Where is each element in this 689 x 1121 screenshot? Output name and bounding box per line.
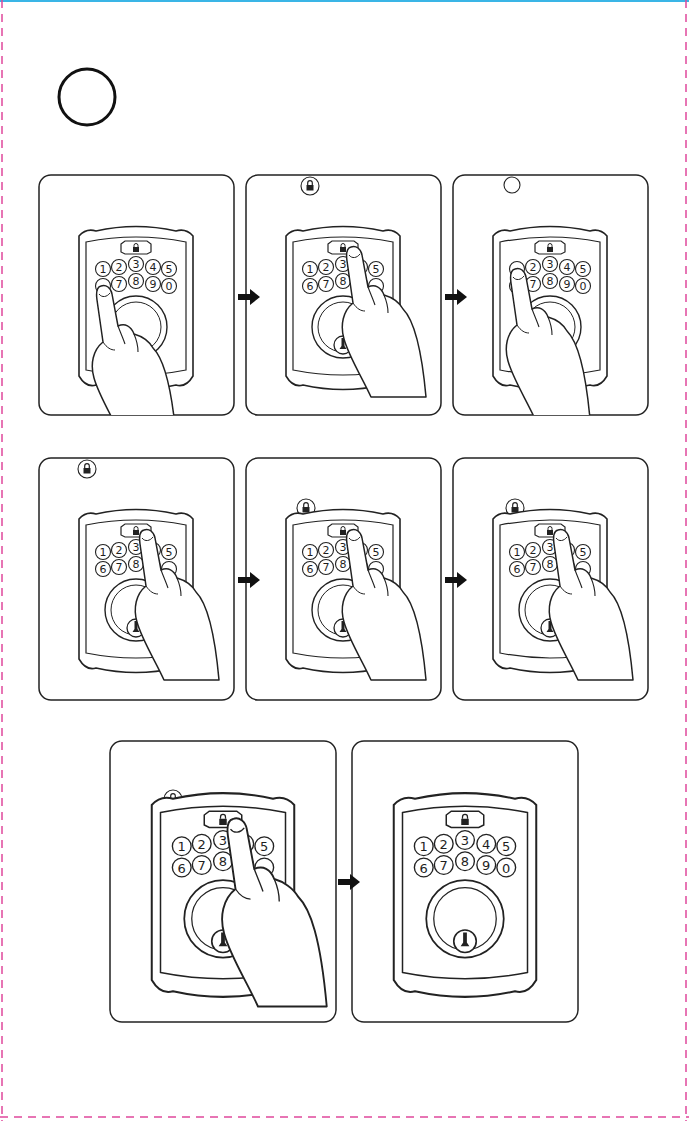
key-digit: 6 [307,281,314,292]
key-digit: 8 [461,855,469,868]
key-digit: 6 [420,861,428,874]
key-digit: 9 [482,859,490,872]
key-digit: 5 [373,547,380,558]
key-digit: 6 [100,564,107,575]
key-digit: 3 [547,542,554,553]
key-digit: 1 [100,264,107,275]
key-digit: 2 [198,837,206,850]
key-digit: 1 [178,840,186,853]
key-digit: 1 [307,547,314,558]
key-digit: 4 [482,837,490,850]
key-digit: 9 [150,279,157,290]
key-digit: 1 [514,547,521,558]
key-digit: 3 [340,542,347,553]
key-digit: 7 [323,279,330,290]
key-digit: 6 [178,861,186,874]
key-digit: 5 [166,264,173,275]
key-digit: 3 [219,834,227,847]
key-digit: 3 [461,834,469,847]
key-digit: 5 [580,264,587,275]
key-digit: 1 [420,840,428,853]
key-digit: 5 [502,840,510,853]
key-digit: 2 [116,545,123,556]
key-digit: 5 [166,547,173,558]
key-digit: 7 [530,279,537,290]
key-digit: 3 [340,259,347,270]
key-digit: 5 [260,840,268,853]
key-digit: 8 [133,276,140,287]
key-digit: 2 [116,262,123,273]
key-digit: 3 [133,259,140,270]
key-digit: 8 [547,559,554,570]
key-digit: 6 [514,564,521,575]
key-digit: 8 [219,855,227,868]
key-digit: 0 [502,861,510,874]
key-digit: 2 [530,545,537,556]
key-digit: 7 [198,859,206,872]
key-digit: 1 [307,264,314,275]
key-digit: 7 [323,562,330,573]
key-digit: 6 [307,564,314,575]
key-digit: 7 [530,562,537,573]
key-digit: 3 [547,259,554,270]
key-digit: 5 [373,264,380,275]
key-digit: 2 [530,262,537,273]
key-digit: 3 [133,542,140,553]
key-digit: 8 [340,559,347,570]
key-digit: 1 [100,547,107,558]
key-digit: 2 [323,545,330,556]
key-digit: 0 [166,281,173,292]
key-digit: 9 [564,279,571,290]
key-digit: 8 [547,276,554,287]
key-digit: 2 [323,262,330,273]
key-digit: 7 [116,279,123,290]
key-digit: 7 [116,562,123,573]
key-digit: 4 [564,262,571,273]
key-digit: 2 [440,837,448,850]
key-digit: 0 [580,281,587,292]
key-digit: 8 [340,276,347,287]
key-digit: 8 [133,559,140,570]
key-digit: 7 [440,859,448,872]
key-digit: 4 [150,262,157,273]
key-digit: 5 [580,547,587,558]
